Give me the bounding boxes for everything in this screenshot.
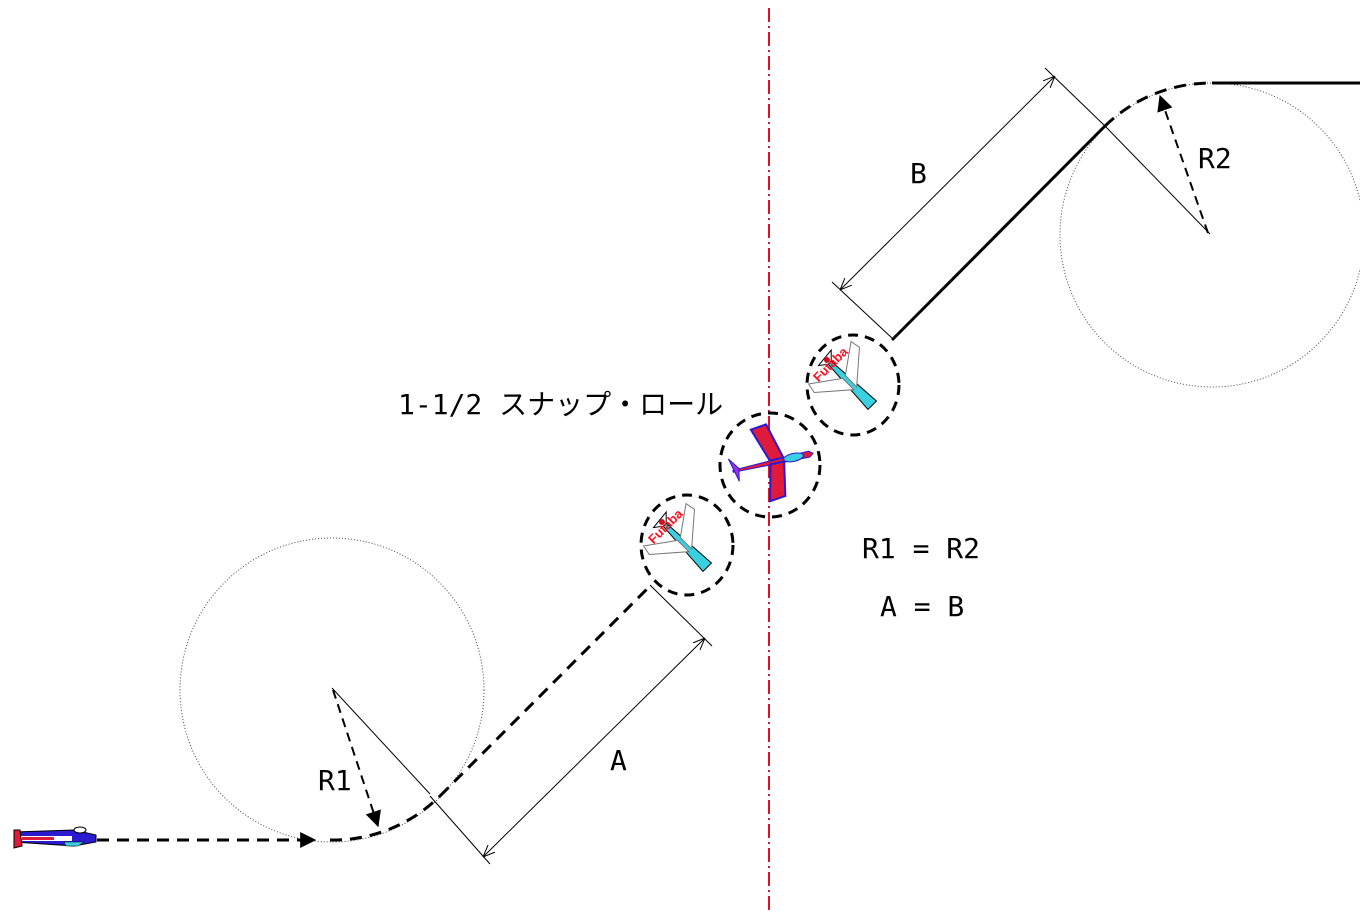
radius-equality-text: R1 = R2 bbox=[862, 532, 980, 565]
entry-plane-icon bbox=[13, 826, 97, 849]
upper-glider-bubble bbox=[805, 333, 901, 437]
dimension-b: B bbox=[831, 67, 1106, 339]
lower-glider-bubble bbox=[639, 493, 735, 597]
entry-arc bbox=[329, 794, 442, 842]
dimension-a-label: A bbox=[610, 744, 627, 777]
radius-r2: R2 bbox=[1104, 94, 1232, 235]
dimension-a: A bbox=[429, 584, 713, 865]
exit-arc bbox=[1103, 81, 1213, 128]
snap-roll-bubble bbox=[718, 411, 822, 519]
snap-roll-plane-icon bbox=[727, 423, 814, 503]
exit-loop-circle bbox=[1059, 82, 1360, 388]
length-equality-text: A = B bbox=[880, 590, 964, 623]
radius-r1-label: R1 bbox=[318, 764, 352, 797]
maneuver-title: 1-1/2 スナップ・ロール bbox=[398, 388, 723, 421]
radius-r2-label: R2 bbox=[1198, 142, 1232, 175]
dimension-b-label: B bbox=[910, 157, 927, 190]
radius-r1: R1 bbox=[318, 687, 431, 828]
lower-glider-icon: Futaba bbox=[642, 502, 713, 573]
